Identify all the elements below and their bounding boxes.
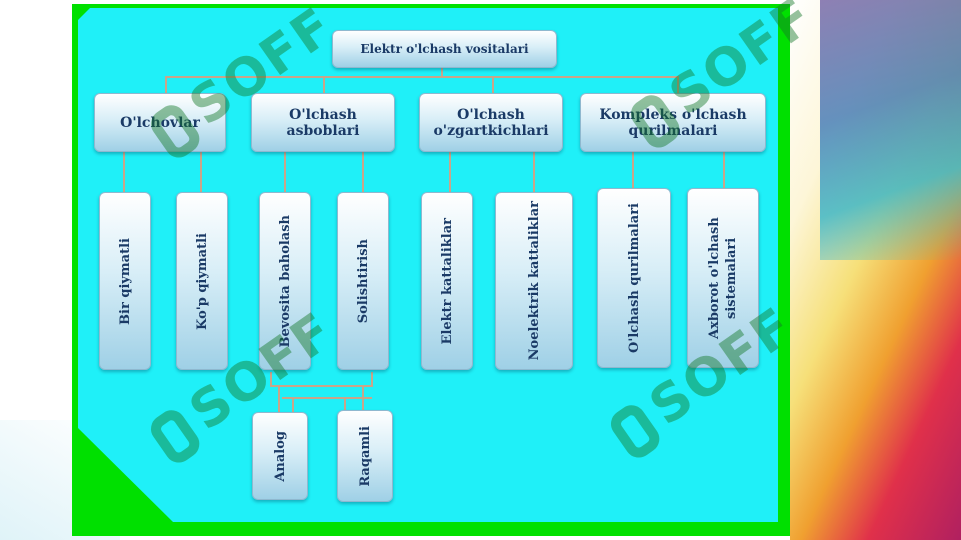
connector xyxy=(533,152,535,194)
leaf-box: Axborot o'lchash sistemalari xyxy=(687,188,759,368)
decorative-stripes-top xyxy=(820,0,961,260)
connector xyxy=(200,152,202,194)
connector xyxy=(323,76,325,94)
connector xyxy=(284,152,286,194)
leaf-label: Noelektrik kattaliklar xyxy=(526,201,542,361)
connector xyxy=(449,152,451,194)
connector xyxy=(282,397,372,399)
subtype-label: Raqamli xyxy=(357,425,373,487)
category-olchash-asboblari: O'lchash asboblari xyxy=(251,93,395,152)
category-olchovlar: O'lchovlar xyxy=(94,93,226,152)
connector xyxy=(492,76,494,94)
connector xyxy=(344,397,346,413)
diagram-title: Elektr o'lchash vositalari xyxy=(332,30,557,68)
subtype-label: Analog xyxy=(272,430,288,482)
connector xyxy=(677,76,679,94)
connector xyxy=(632,152,634,190)
leaf-box: Noelektrik kattaliklar xyxy=(495,192,573,370)
connector xyxy=(123,152,125,194)
leaf-label: Bir qiymatli xyxy=(117,237,133,325)
connector xyxy=(723,152,725,190)
leaf-label: Ko'p qiymatli xyxy=(194,232,210,330)
connector xyxy=(362,152,364,194)
connector xyxy=(165,76,167,94)
subtype-raqamli: Raqamli xyxy=(337,410,393,502)
category-kompleks-qurilmalari: Kompleks o'lchash qurilmalari xyxy=(580,93,766,152)
connector xyxy=(270,385,373,387)
connector xyxy=(362,385,364,415)
leaf-box: Solishtirish xyxy=(337,192,389,370)
connector xyxy=(292,397,294,413)
leaf-box: Elektr kattaliklar xyxy=(421,192,473,370)
connector xyxy=(270,372,272,386)
leaf-label: Elektr kattaliklar xyxy=(439,217,455,345)
connector xyxy=(165,76,677,78)
leaf-box: Ko'p qiymatli xyxy=(176,192,228,370)
leaf-box: Bir qiymatli xyxy=(99,192,151,370)
category-olchash-ozgartkichlari: O'lchash o'zgartkichlari xyxy=(419,93,563,152)
subtype-analog: Analog xyxy=(252,412,308,500)
leaf-box: O'lchash qurilmalari xyxy=(597,188,671,368)
leaf-label: O'lchash qurilmalari xyxy=(626,203,642,353)
leaf-label: Solishtirish xyxy=(355,238,371,324)
connector xyxy=(441,68,443,78)
connector xyxy=(278,385,280,415)
connector xyxy=(371,372,373,386)
leaf-box: Bevosita baholash xyxy=(259,192,311,370)
